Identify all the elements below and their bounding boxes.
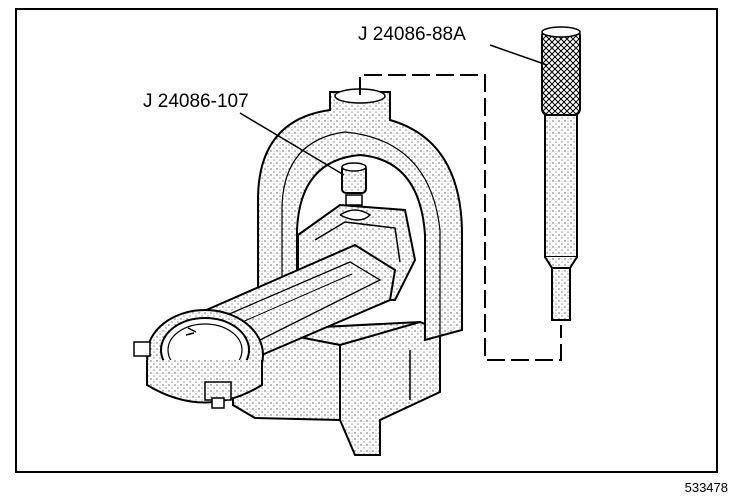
- figure-number: 533478: [684, 480, 728, 495]
- tool-label-88a: J 24086-88A: [358, 24, 466, 45]
- press-base: [232, 320, 441, 456]
- rod-big-end: [133, 309, 264, 409]
- pin-tool: [341, 162, 367, 206]
- dashed-leader: [359, 74, 562, 361]
- figure-frame: [15, 8, 718, 473]
- remover-tool: [541, 26, 581, 321]
- leader-88a: [489, 44, 548, 66]
- leader-107: [239, 112, 345, 176]
- tool-label-107: J 24086-107: [143, 91, 249, 112]
